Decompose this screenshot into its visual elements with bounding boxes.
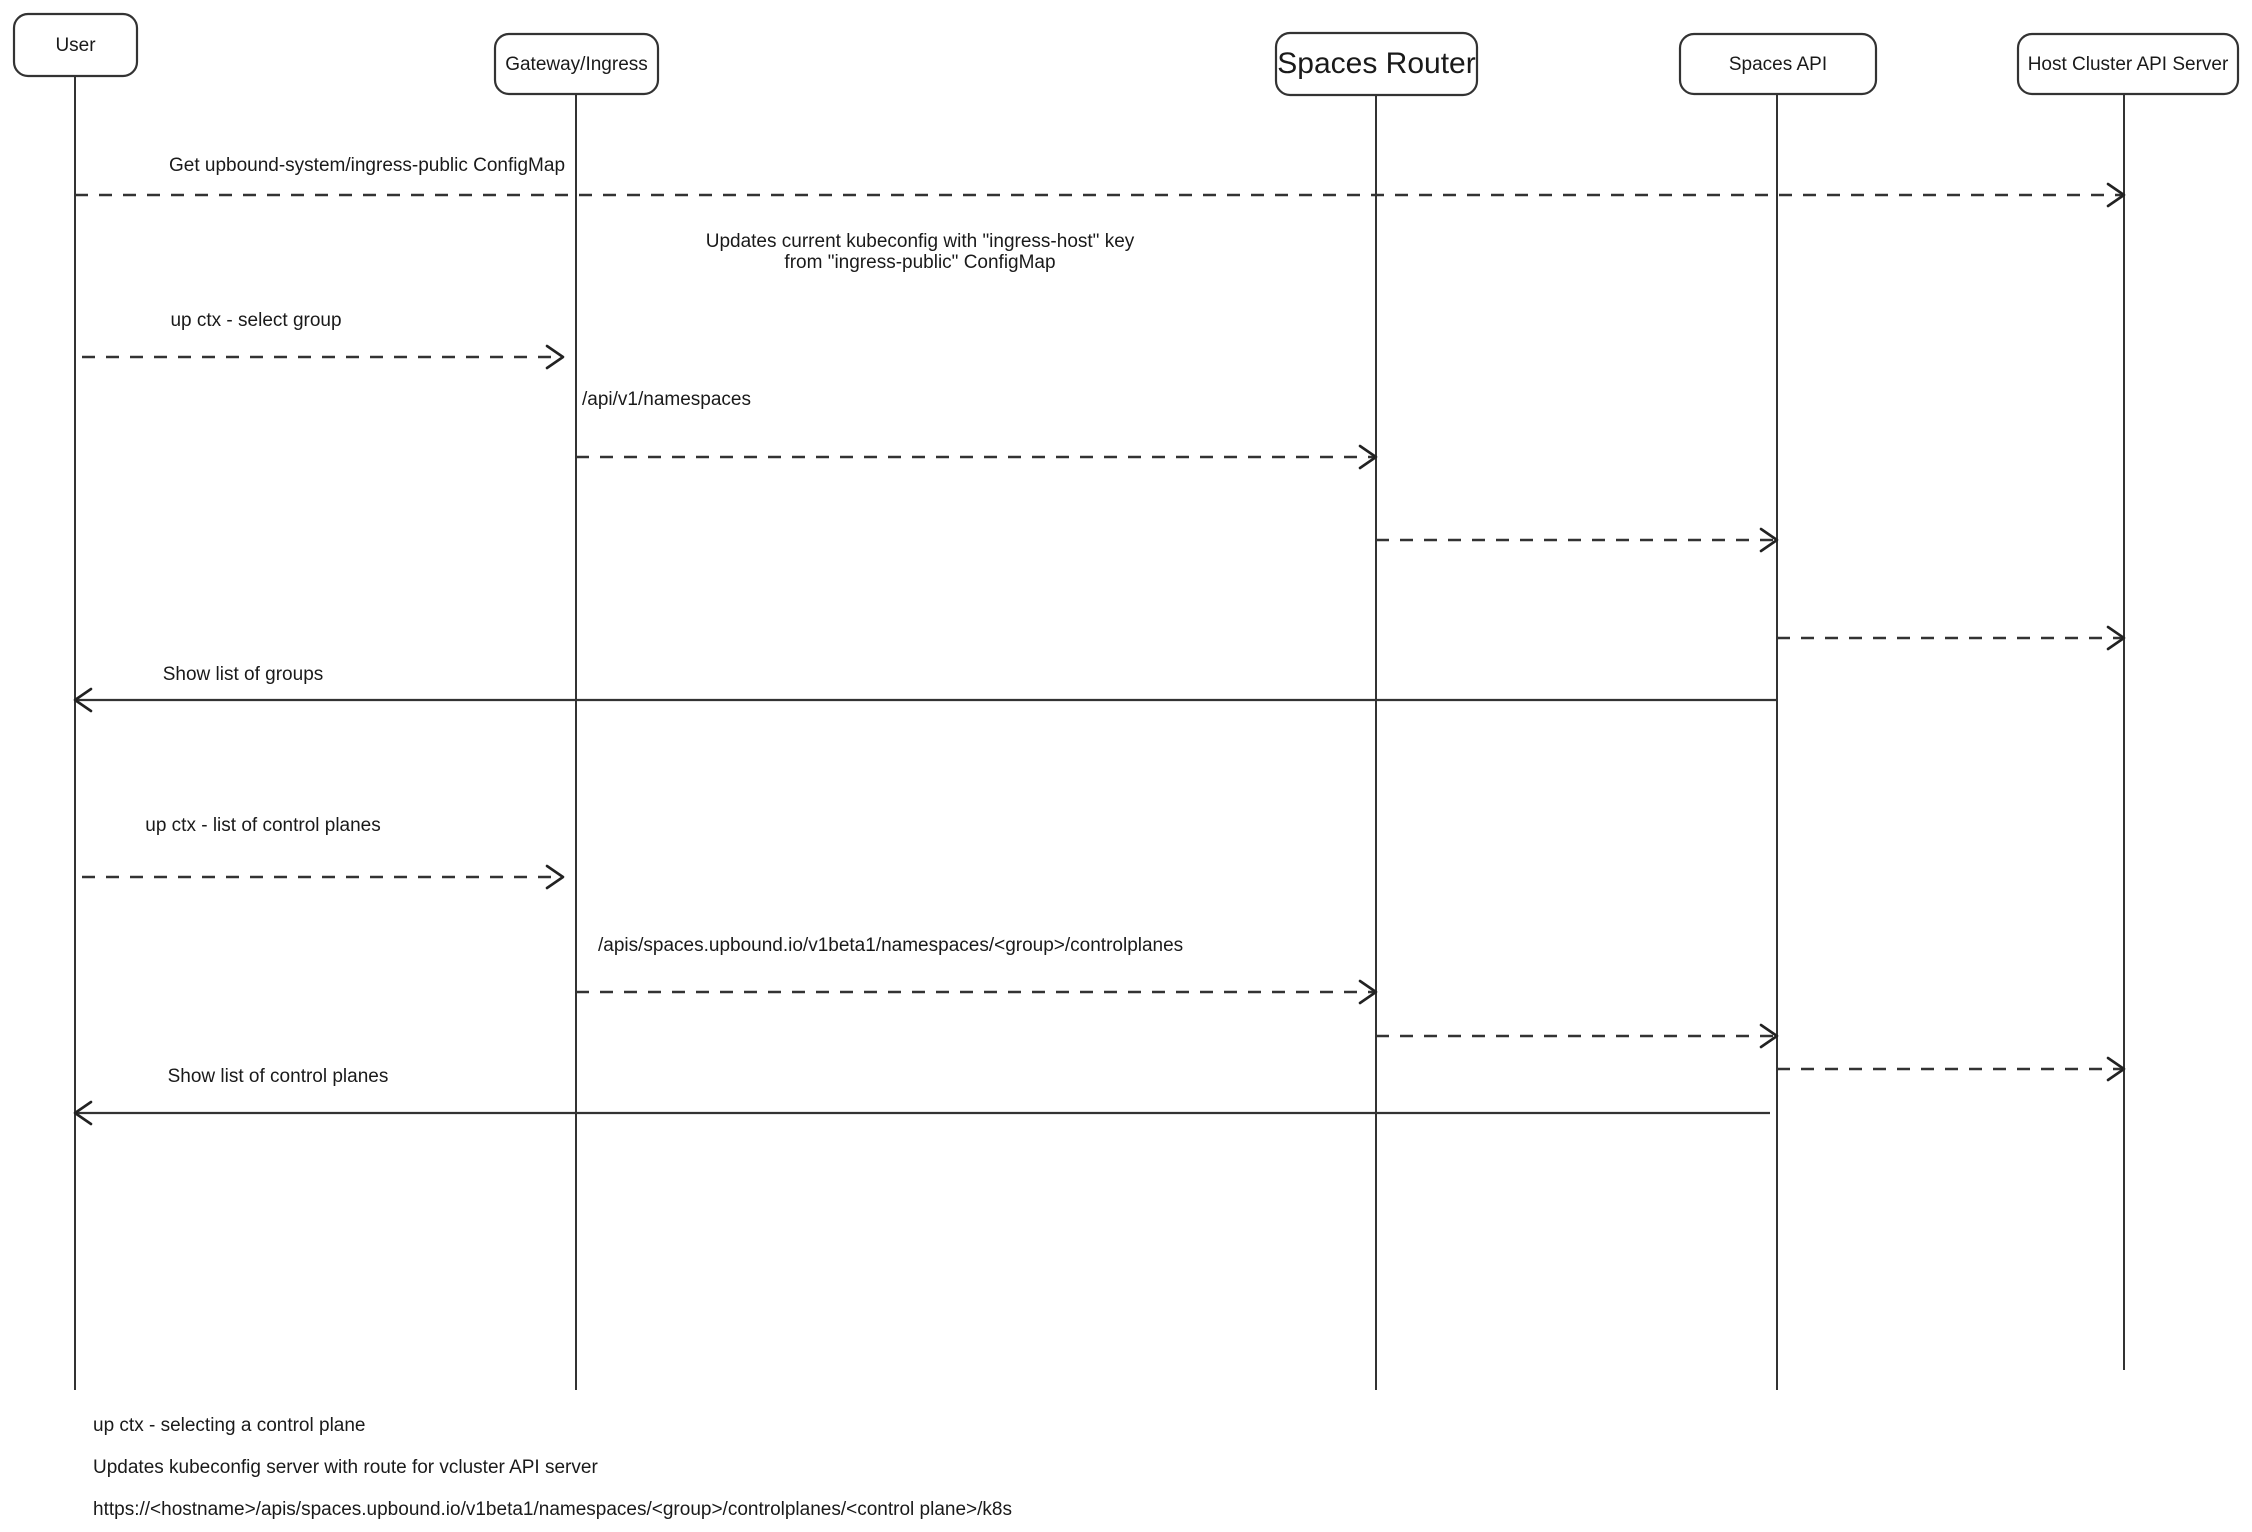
message-m3[interactable]: up ctx - select group [82,310,565,370]
message-label-m1: Get upbound-system/ingress-public Config… [169,155,565,176]
message-m2[interactable]: Updates current kubeconfig with "ingress… [706,231,1135,273]
message-label-m2: Updates current kubeconfig with "ingress… [706,231,1135,252]
participant-box-gateway [493,32,660,96]
arrowhead-m5 [1759,527,1779,553]
messages-layer: Get upbound-system/ingress-public Config… [73,155,2126,1126]
participant-user[interactable]: User [12,12,139,78]
message-label-m9: /apis/spaces.upbound.io/v1beta1/namespac… [598,935,1183,956]
message-m9[interactable]: /apis/spaces.upbound.io/v1beta1/namespac… [576,935,1378,1005]
participant-router[interactable]: Spaces Router [1274,31,1479,97]
participant-label-spacesapi: Spaces API [1729,54,1827,75]
arrowhead-m1 [2106,182,2126,208]
participant-label-router: Spaces Router [1277,47,1475,80]
message-label-m4: /api/v1/namespaces [582,389,751,410]
message-m8[interactable]: up ctx - list of control planes [82,815,565,890]
lifelines-layer [74,76,2125,1390]
message-m12[interactable]: Show list of control planes [73,1066,1770,1126]
arrowhead-m6 [2106,625,2126,651]
arrowhead-m8 [545,864,565,890]
message-label-m3: up ctx - select group [170,310,341,331]
participant-spacesapi[interactable]: Spaces API [1678,32,1878,96]
arrowhead-m9 [1358,979,1378,1005]
participant-box-hostapi [2016,32,2240,96]
footer-note-n2: Updates kubeconfig server with route for… [93,1457,598,1478]
message-m4[interactable]: /api/v1/namespaces [576,389,1378,470]
participant-label-gateway: Gateway/Ingress [505,54,648,75]
participant-label-user: User [55,35,96,56]
message-m1[interactable]: Get upbound-system/ingress-public Config… [75,155,2126,208]
message-label-m8: up ctx - list of control planes [145,815,381,836]
footer-notes-layer: up ctx - selecting a control planeUpdate… [93,1415,1012,1520]
arrowhead-m4 [1358,444,1378,470]
arrowhead-m7 [73,687,93,713]
message-label-m12: Show list of control planes [168,1066,389,1087]
message-m7[interactable]: Show list of groups [73,664,1777,713]
message-label2-m2: from "ingress-public" ConfigMap [784,252,1055,273]
participant-box-spacesapi [1678,32,1878,96]
arrowhead-m3 [545,344,565,370]
arrowhead-m10 [1759,1023,1779,1049]
footer-note-n3: https://<hostname>/apis/spaces.upbound.i… [93,1499,1012,1520]
arrowhead-m12 [73,1100,93,1126]
arrowhead-m11 [2106,1056,2126,1082]
message-m10[interactable] [1376,1023,1779,1049]
participant-label-hostapi: Host Cluster API Server [2028,54,2229,75]
footer-note-n1: up ctx - selecting a control plane [93,1415,366,1436]
participant-gateway[interactable]: Gateway/Ingress [493,32,660,96]
message-m11[interactable] [1777,1056,2126,1082]
message-m5[interactable] [1376,527,1779,553]
participant-box-router [1274,31,1479,97]
participant-box-user [12,12,139,78]
participant-hostapi[interactable]: Host Cluster API Server [2016,32,2240,96]
message-label-m7: Show list of groups [163,664,324,685]
message-m6[interactable] [1777,625,2126,651]
